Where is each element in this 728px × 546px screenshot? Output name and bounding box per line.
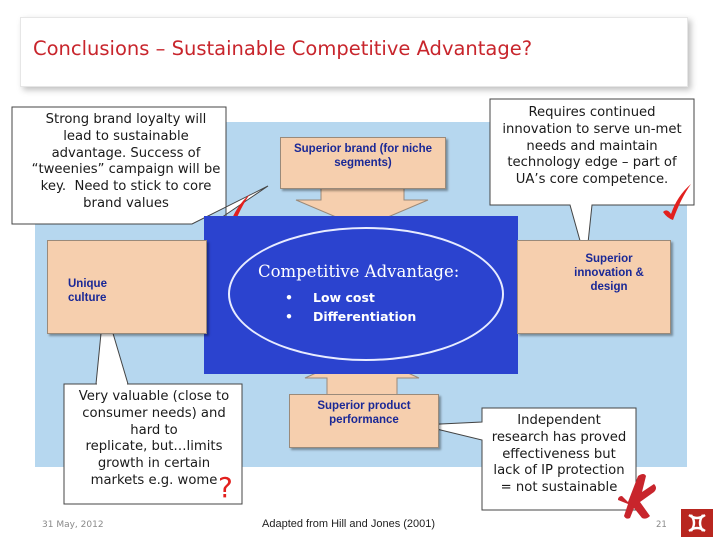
competitive-advantage-heading: Competitive Advantage: (258, 262, 460, 281)
box-label: Unique culture (68, 278, 107, 304)
question-mark-icon: ? (218, 471, 233, 504)
list-item: •Differentiation (285, 309, 417, 324)
list-item-label: Differentiation (313, 309, 417, 324)
title-box: Conclusions – Sustainable Competitive Ad… (20, 17, 688, 87)
brand-logo (681, 509, 713, 537)
box-label: Superior brand (for niche segments) (293, 143, 432, 169)
callout-brand-text: Strong brand loyalty will lead to sustai… (31, 112, 221, 211)
competitive-advantage-list: •Low cost •Differentiation (285, 290, 416, 328)
box-superior-brand: Superior brand (for niche segments) (280, 137, 446, 189)
slide-title: Conclusions – Sustainable Competitive Ad… (33, 37, 533, 60)
competitive-advantage-ellipse (228, 227, 504, 361)
box-unique-culture: Unique culture (47, 240, 207, 334)
footer-date: 31 May, 2012 (42, 520, 104, 530)
box-superior-product: Superior product performance (289, 394, 439, 448)
callout-culture-text: Very valuable (close to consumer needs) … (78, 389, 230, 488)
box-label: Superior product performance (317, 400, 411, 426)
footer-source: Adapted from Hill and Jones (2001) (262, 518, 436, 530)
box-superior-innovation: Superior innovation & design (517, 240, 671, 334)
list-item: •Low cost (285, 290, 375, 305)
callout-innovation-text: Requires continued innovation to serve u… (502, 105, 682, 188)
page-number: 21 (656, 520, 667, 530)
callout-performance-text: Independent research has proved effectiv… (491, 413, 627, 496)
box-label: Superior innovation & design (574, 253, 644, 293)
list-item-label: Low cost (313, 290, 375, 305)
